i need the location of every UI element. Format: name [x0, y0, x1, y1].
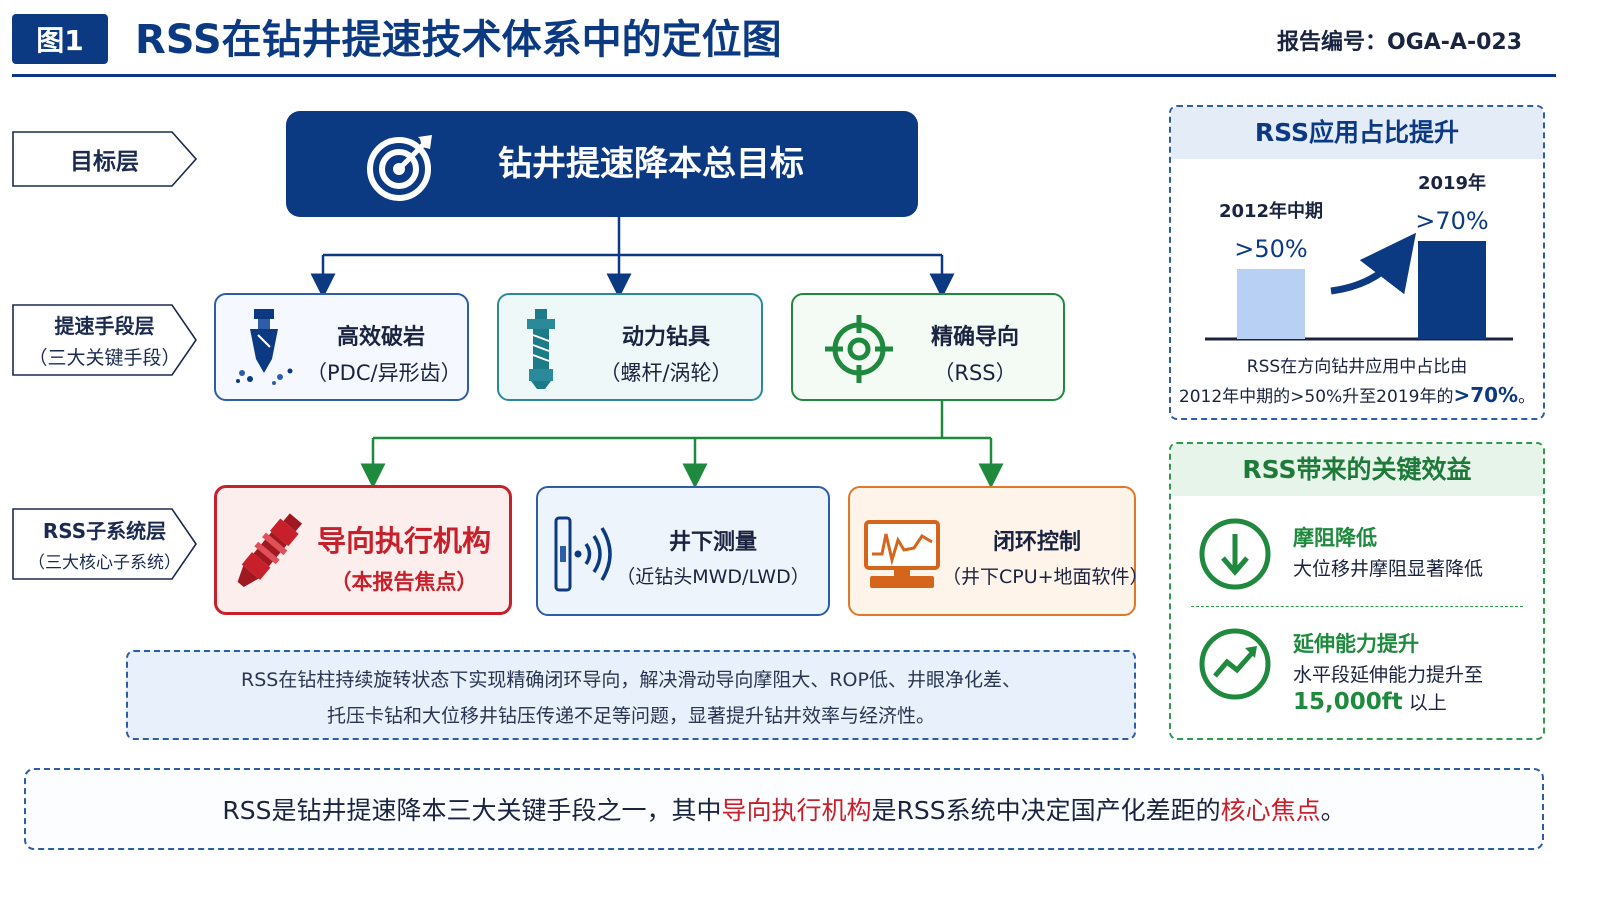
benefit-title-extension: 延伸能力提升 [1293, 632, 1419, 656]
banner-highlight-focus: 核心焦点 [1220, 796, 1321, 825]
goal-box: 钻井提速降本总目标 [286, 111, 918, 217]
mud-motor-icon [527, 309, 555, 389]
goal-label: 钻井提速降本总目标 [498, 144, 804, 184]
subsystem-title-steering-actuator: 导向执行机构 [316, 524, 491, 558]
means-title-rock-breaking: 高效破岩 [336, 325, 425, 350]
share-caption: RSS在方向钻井应用中占比由 2012年中期的>50%升至2019年的>70%。 [1171, 353, 1543, 411]
share-caption-line1: RSS在方向钻井应用中占比由 [1246, 357, 1468, 377]
subsystem-sub-steering-actuator: （本报告焦点） [330, 570, 478, 594]
trend-up-circle-icon [1199, 628, 1271, 700]
means-box-steering: 精确导向 （RSS） [791, 293, 1065, 401]
rss-benefits-panel: RSS带来的关键效益 摩阻降低 大位移井摩阻显著降低 延伸能力提升 水平段延伸能… [1169, 442, 1545, 740]
note-line-1: RSS在钻柱持续旋转状态下实现精确闭环导向，解决滑动导向摩阻大、ROP低、井眼净… [241, 669, 1021, 691]
share-caption-line2: 2012年中期的>50%升至2019年的 [1178, 387, 1454, 407]
page-title: RSS在钻井提速技术体系中的定位图 [135, 17, 782, 63]
subsystem-sub-closed-loop: （井下CPU+地面软件） [942, 566, 1149, 588]
layer-label-subsystem-line2: （三大核心子系统） [28, 553, 181, 573]
rss-share-panel: RSS应用占比提升 2012年中期 >50% 2019年 >70% RSS在方向… [1169, 105, 1545, 420]
arrow-down-circle-icon [1199, 518, 1271, 590]
computer-monitor-icon [864, 520, 940, 588]
connector-lines [310, 217, 1004, 489]
figure-badge: 图1 [12, 14, 108, 64]
share-caption-highlight: >70% [1453, 383, 1519, 407]
banner-text-1: RSS是钻井提速降本三大关键手段之一，其中 [222, 796, 722, 825]
means-box-rock-breaking: 高效破岩 （PDC/异形齿） [214, 293, 469, 401]
benefits-panel-title: RSS带来的关键效益 [1171, 444, 1543, 496]
header-divider [12, 74, 1556, 77]
share-bar-chart: 2012年中期 >50% 2019年 >70% [1205, 172, 1513, 341]
steering-tool-icon [237, 513, 303, 587]
layer-label-subsystem: RSS子系统层 （三大核心子系统） [12, 508, 197, 580]
layer-label-subsystem-line1: RSS子系统层 [42, 519, 167, 543]
benefit-desc-extension: 水平段延伸能力提升至 [1293, 664, 1484, 686]
layer-label-goal: 目标层 [12, 131, 197, 187]
report-number: 报告编号：OGA-A-023 [1277, 30, 1522, 55]
means-box-motor: 动力钻具 （螺杆/涡轮） [497, 293, 763, 401]
banner-text-3: 。 [1320, 796, 1346, 825]
banner-highlight-actuator: 导向执行机构 [721, 796, 872, 825]
means-sub-motor: （螺杆/涡轮） [599, 361, 733, 385]
explanation-note: RSS在钻柱持续旋转状态下实现精确闭环导向，解决滑动导向摩阻大、ROP低、井眼净… [126, 650, 1136, 740]
layer-label-means-line2: （三大关键手段） [28, 347, 181, 369]
bar-2012-value: >50% [1234, 235, 1307, 263]
benefit-title-friction: 摩阻降低 [1293, 526, 1377, 550]
subsystem-box-measurement: 井下测量 （近钻头MWD/LWD） [536, 486, 830, 616]
banner-text-2: 是RSS系统中决定国产化差距的 [871, 796, 1221, 825]
means-title-motor: 动力钻具 [621, 325, 710, 350]
crosshair-icon [825, 315, 893, 383]
benefit-extension-value-row: 15,000ft 以上 [1293, 688, 1447, 715]
bar-2019-value: >70% [1415, 207, 1488, 235]
summary-banner: RSS是钻井提速降本三大关键手段之一，其中导向执行机构是RSS系统中决定国产化差… [24, 768, 1544, 850]
drill-bit-icon [236, 309, 293, 385]
layer-arrow-shape [12, 304, 197, 376]
subsystem-sub-measurement: （近钻头MWD/LWD） [616, 566, 810, 588]
layer-arrow-shape [12, 508, 197, 580]
means-sub-steering: （RSS） [933, 361, 1017, 385]
benefit-desc-friction: 大位移井摩阻显著降低 [1293, 558, 1484, 580]
bar-2012-label: 2012年中期 [1219, 200, 1323, 222]
sensor-signal-icon [554, 516, 612, 592]
benefit-divider [1191, 606, 1523, 607]
benefit-extension-value: 15,000ft [1293, 689, 1403, 715]
layer-label-means: 提速手段层 （三大关键手段） [12, 304, 197, 376]
bar-2019 [1418, 241, 1486, 339]
layer-label-goal-text: 目标层 [70, 149, 139, 175]
subsystem-box-steering-actuator: 导向执行机构 （本报告焦点） [214, 485, 512, 615]
share-caption-end: 。 [1518, 387, 1536, 407]
subsystem-title-closed-loop: 闭环控制 [992, 530, 1081, 555]
subsystem-box-closed-loop: 闭环控制 （井下CPU+地面软件） [848, 486, 1149, 616]
target-arrow-icon [367, 135, 432, 201]
subsystem-title-measurement: 井下测量 [668, 530, 757, 555]
layer-label-means-line1: 提速手段层 [54, 314, 155, 338]
means-sub-rock-breaking: （PDC/异形齿） [306, 361, 462, 385]
bar-2012 [1237, 269, 1305, 339]
note-line-2: 托压卡钻和大位移井钻压传递不足等问题，显著提升钻井效率与经济性。 [326, 705, 935, 727]
benefit-extension-suffix: 以上 [1402, 692, 1447, 714]
share-panel-title: RSS应用占比提升 [1171, 107, 1543, 159]
bar-2019-label: 2019年 [1418, 172, 1486, 194]
layer-arrow-shape [12, 131, 197, 187]
means-title-steering: 精确导向 [930, 325, 1019, 350]
growth-arrow-icon [1330, 232, 1417, 295]
